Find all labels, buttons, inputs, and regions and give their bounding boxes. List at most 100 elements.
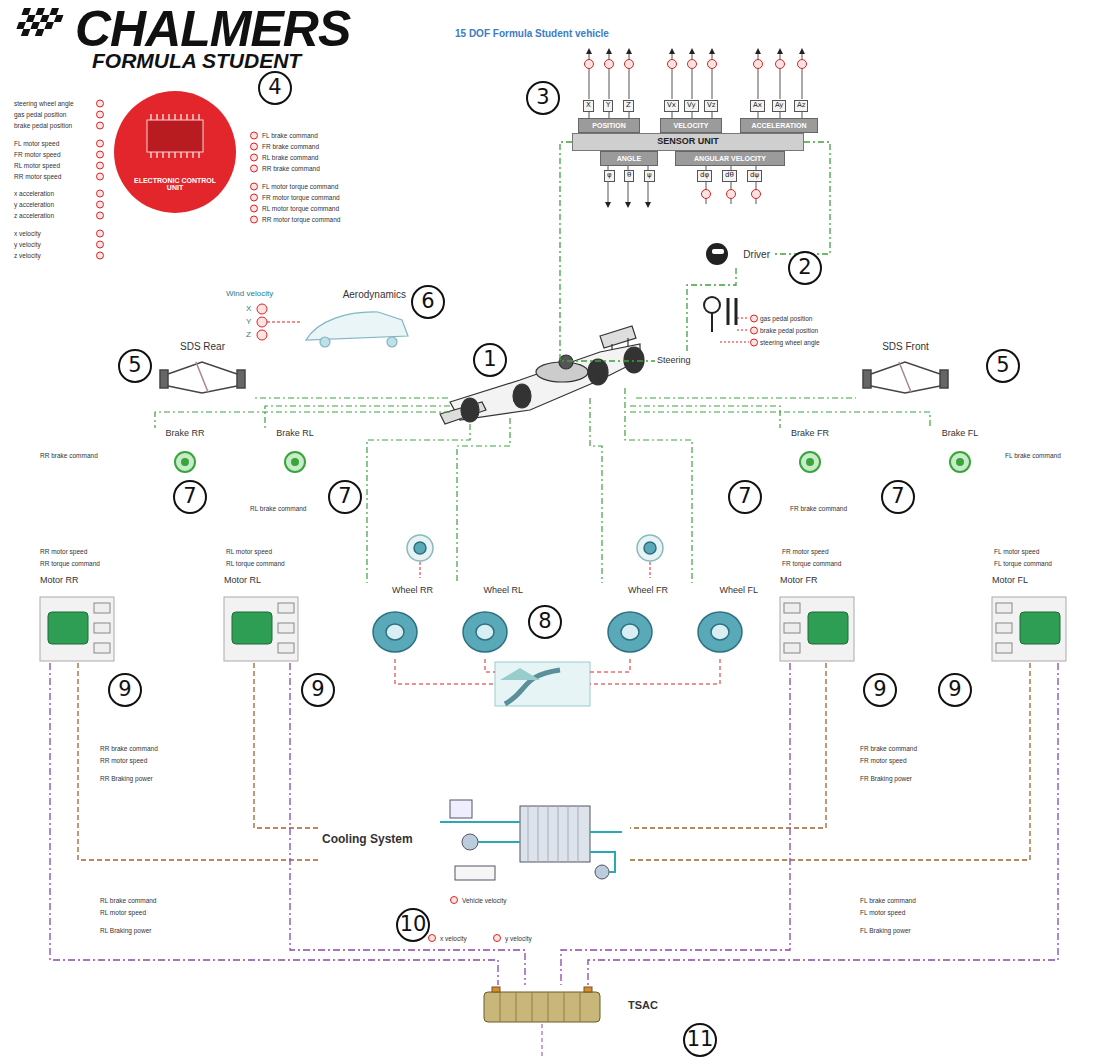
cooling-drawing xyxy=(595,865,609,879)
suspension-block: SDS Rear xyxy=(155,340,250,396)
wheel-icon xyxy=(414,542,426,554)
battery-icon xyxy=(542,1024,543,1058)
signal-port xyxy=(251,216,258,223)
signal-name: RR torque command xyxy=(40,560,100,567)
node-label: Motor RL xyxy=(224,576,261,586)
motor-icon xyxy=(94,603,110,613)
driver-icon xyxy=(706,243,728,265)
signal-name: FL brake command xyxy=(262,132,318,139)
node-label: Motor RR xyxy=(40,576,79,586)
signal-name: FL motor speed xyxy=(994,548,1039,555)
motor-icon xyxy=(784,603,800,613)
driver-icon xyxy=(711,313,713,332)
node-label: Cooling System xyxy=(322,833,413,846)
battery-icon xyxy=(492,987,500,992)
brake-icon xyxy=(292,459,298,465)
signal-name: Vehicle velocity xyxy=(462,897,506,904)
vehicle-illustration xyxy=(559,355,573,369)
axis-label: Ax xyxy=(750,100,765,112)
signal-name: RL motor speed xyxy=(14,162,60,169)
motor-icon xyxy=(232,612,272,644)
sensor-tab: VELOCITY xyxy=(660,118,722,133)
driver-icon xyxy=(704,297,720,313)
connector xyxy=(561,663,790,985)
signal-name: RL motor torque command xyxy=(262,205,339,212)
node-label: ELECTRONIC CONTROL UNIT xyxy=(132,177,218,192)
signal-name: RR motor speed xyxy=(40,548,87,555)
node-label: Brake FL xyxy=(942,429,979,439)
battery-icon xyxy=(484,992,600,1022)
signal-port xyxy=(751,339,758,346)
signal-name: Z xyxy=(246,331,251,340)
logo-flag xyxy=(40,15,50,22)
motor-icon xyxy=(996,643,1012,653)
axis-label: ψ xyxy=(644,170,655,182)
signal-name: x velocity xyxy=(14,230,41,237)
signal-port xyxy=(97,111,104,118)
callout-number: 5 xyxy=(986,349,1020,383)
signal-wire xyxy=(252,397,448,398)
signal-port xyxy=(97,241,104,248)
signal-name: RL brake command xyxy=(262,154,318,161)
signal-port xyxy=(251,132,258,139)
signal-name: steering wheel angle xyxy=(14,100,74,107)
signal-name: z acceleration xyxy=(14,212,54,219)
brake-icon xyxy=(807,459,813,465)
brake-icon xyxy=(182,459,188,465)
node-label: Motor FR xyxy=(780,576,818,586)
aero-car xyxy=(267,321,300,322)
logo-text: CHALMERS xyxy=(75,4,350,54)
logo-flag xyxy=(30,22,40,29)
driver-icon xyxy=(728,298,736,325)
signal-port xyxy=(727,190,736,199)
motor-icon xyxy=(780,597,854,661)
signal-wire xyxy=(367,424,470,583)
motor-icon xyxy=(784,643,800,653)
signal-port xyxy=(97,230,104,237)
cooling-drawing xyxy=(462,834,478,850)
motor-icon xyxy=(278,603,294,613)
signal-name: y acceleration xyxy=(14,201,54,208)
road-picture xyxy=(395,562,720,706)
battery-icon xyxy=(584,987,592,992)
axis-label: Vx xyxy=(664,100,679,112)
wheel-icon xyxy=(711,624,729,640)
signal-name: FR motor speed xyxy=(14,151,61,158)
signal-port xyxy=(429,935,436,942)
callout-number: 9 xyxy=(108,673,142,707)
motor-icon xyxy=(224,597,298,661)
brake-icon xyxy=(285,452,305,472)
sensor-tab: ANGULAR VELOCITY xyxy=(675,151,785,166)
motor-block: Motor FR xyxy=(778,575,858,663)
wheel-icon xyxy=(637,535,663,561)
wheel-icon xyxy=(373,535,742,652)
wheel-icon xyxy=(608,612,652,652)
node-label: Aerodynamics xyxy=(343,289,406,300)
axis-label: Y xyxy=(603,100,613,112)
signal-port xyxy=(798,60,807,69)
node-label: Motor FL xyxy=(992,576,1028,586)
signal-name: RR motor speed xyxy=(14,173,61,180)
wheel-block: Wheel RR xyxy=(355,585,435,657)
motor-icon xyxy=(94,623,110,633)
connector xyxy=(588,663,1058,985)
arrow-tip xyxy=(586,48,805,54)
brake-icon xyxy=(950,452,970,472)
signal-port xyxy=(754,60,763,69)
sensor-tab: POSITION xyxy=(578,118,640,133)
logo-flag xyxy=(44,22,54,29)
wheel-icon xyxy=(373,612,417,652)
signal-name: gas pedal position xyxy=(760,315,812,322)
suspension-drawing xyxy=(899,362,911,392)
signal-port xyxy=(97,173,104,180)
motor-icon xyxy=(94,643,110,653)
signal-port xyxy=(97,162,104,169)
signal-port xyxy=(97,201,104,208)
motor-icon xyxy=(1020,612,1060,644)
signal-port xyxy=(97,151,104,158)
node-label: ACCELERATION xyxy=(751,122,806,130)
signal-port xyxy=(97,190,104,197)
signal-name: FR motor torque command xyxy=(262,194,340,201)
driver-icon xyxy=(704,243,749,342)
signal-port xyxy=(251,194,258,201)
